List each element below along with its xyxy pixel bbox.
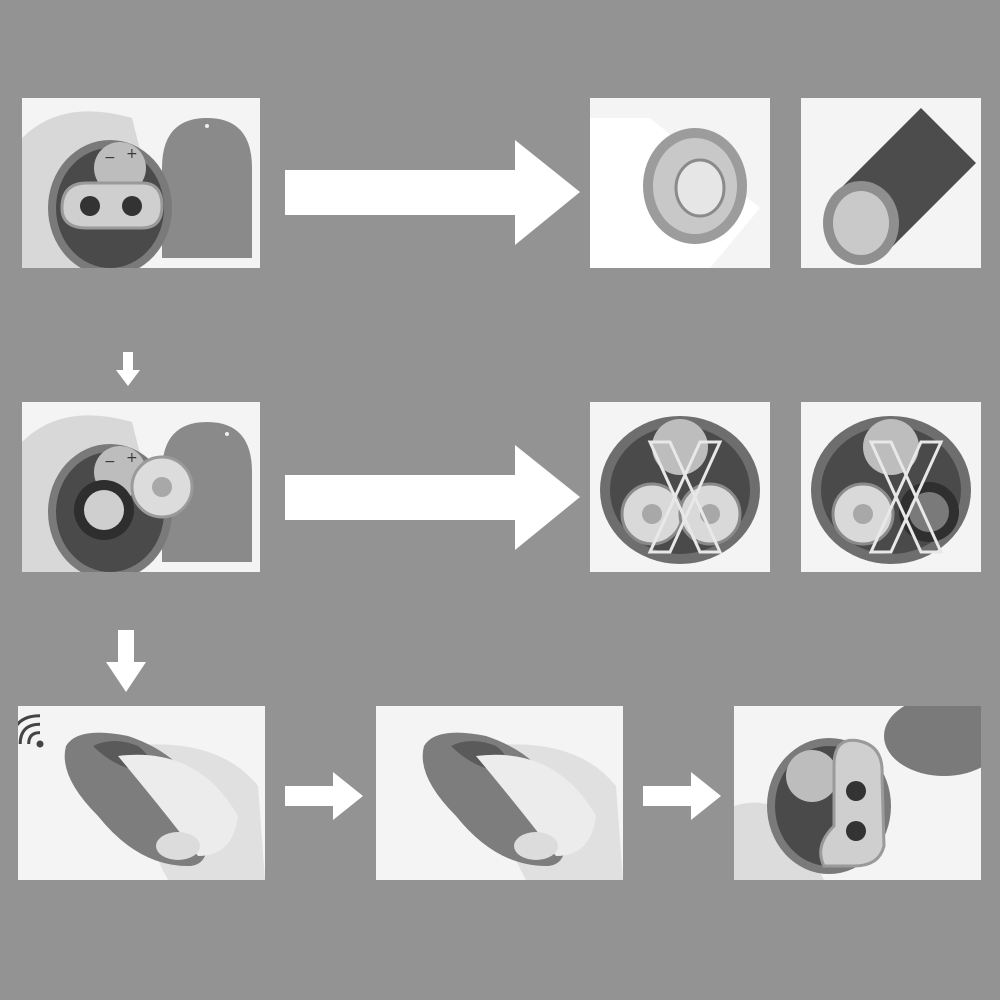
panel-wrong-two-aaa [590,402,770,572]
panel-remote-hold [376,706,623,880]
minus-glyph: − [104,150,116,166]
arrow-down-icon [106,630,146,692]
panel-button-battery [801,98,981,268]
arrow-right-icon [285,140,580,245]
wireless-signal-icon [18,714,44,748]
panel-battery-housing-open: − + [22,98,260,268]
wrong-x-icon [868,440,944,554]
panel-wrong-aaa-and-coin [801,402,981,572]
minus-glyph: − [104,454,116,470]
arrow-down-icon [116,352,140,386]
panel-housing-with-battery: − + [22,402,260,572]
panel-aaa-battery [590,98,770,268]
wrong-x-icon [647,440,723,554]
arrow-right-icon [643,772,721,820]
arrow-right-icon [285,772,363,820]
arrow-right-icon [285,445,580,550]
plus-glyph: + [126,146,138,162]
plus-glyph: + [126,450,138,466]
panel-remote-press [18,706,265,880]
panel-housing-closed-view [734,706,981,880]
